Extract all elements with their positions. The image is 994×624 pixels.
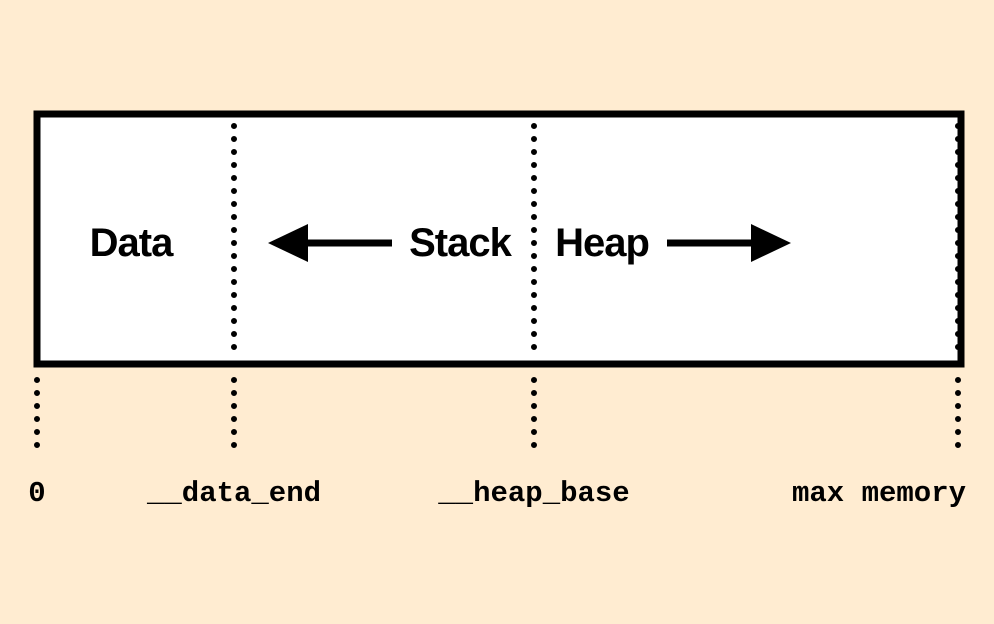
data-region-label: Data <box>90 221 174 265</box>
stack-growth-arrow-icon <box>268 224 392 262</box>
heap-region-label: Heap <box>555 221 649 265</box>
heap-growth-arrow-icon <box>667 224 791 262</box>
memory-box <box>33 110 965 368</box>
address-heap-base-label: __heap_base <box>437 477 629 510</box>
stack-region-label: Stack <box>409 221 512 265</box>
address-zero-label: 0 <box>28 477 45 510</box>
address-max-memory-label: max memory <box>792 477 966 510</box>
address-data-end-label: __data_end <box>146 477 321 510</box>
